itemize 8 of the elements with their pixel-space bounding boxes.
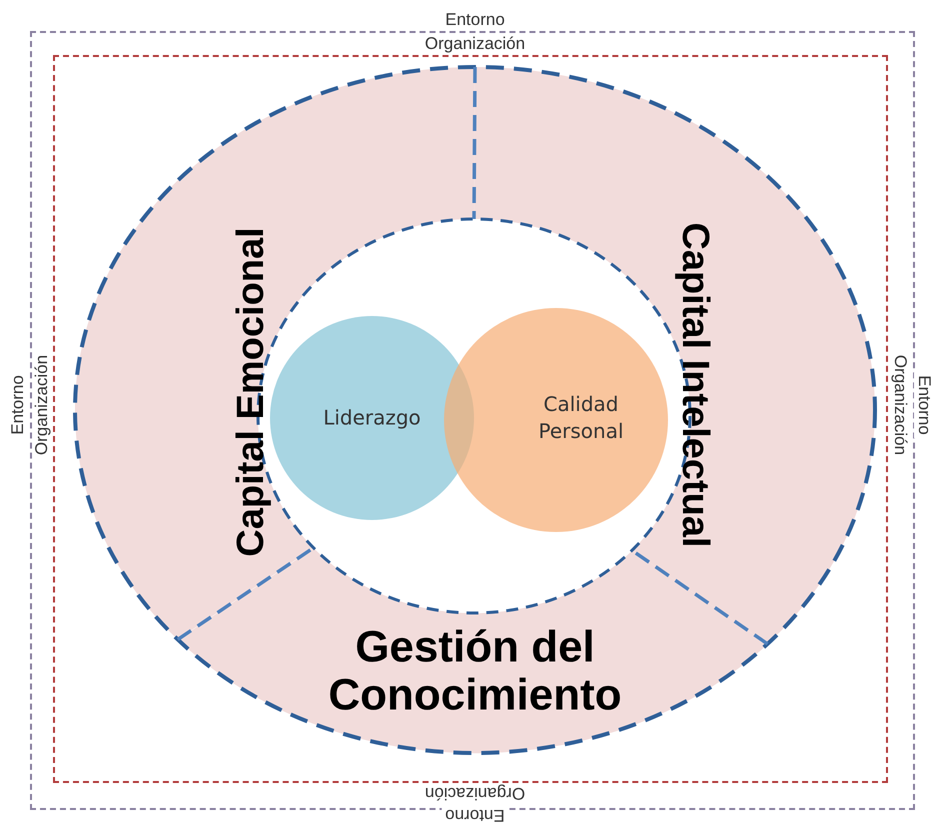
circle-label: Liderazgo [322,404,422,432]
segment-label: Capital Intelectual [673,222,715,548]
venn-circle [444,308,668,532]
segment-label: Gestión del Conocimiento [327,624,623,720]
frame-label: Entorno [442,805,508,825]
frame-label: Entorno [914,372,933,438]
circle-label: Calidad Personal [537,391,625,445]
segment-label: Capital Emocional [231,227,273,557]
